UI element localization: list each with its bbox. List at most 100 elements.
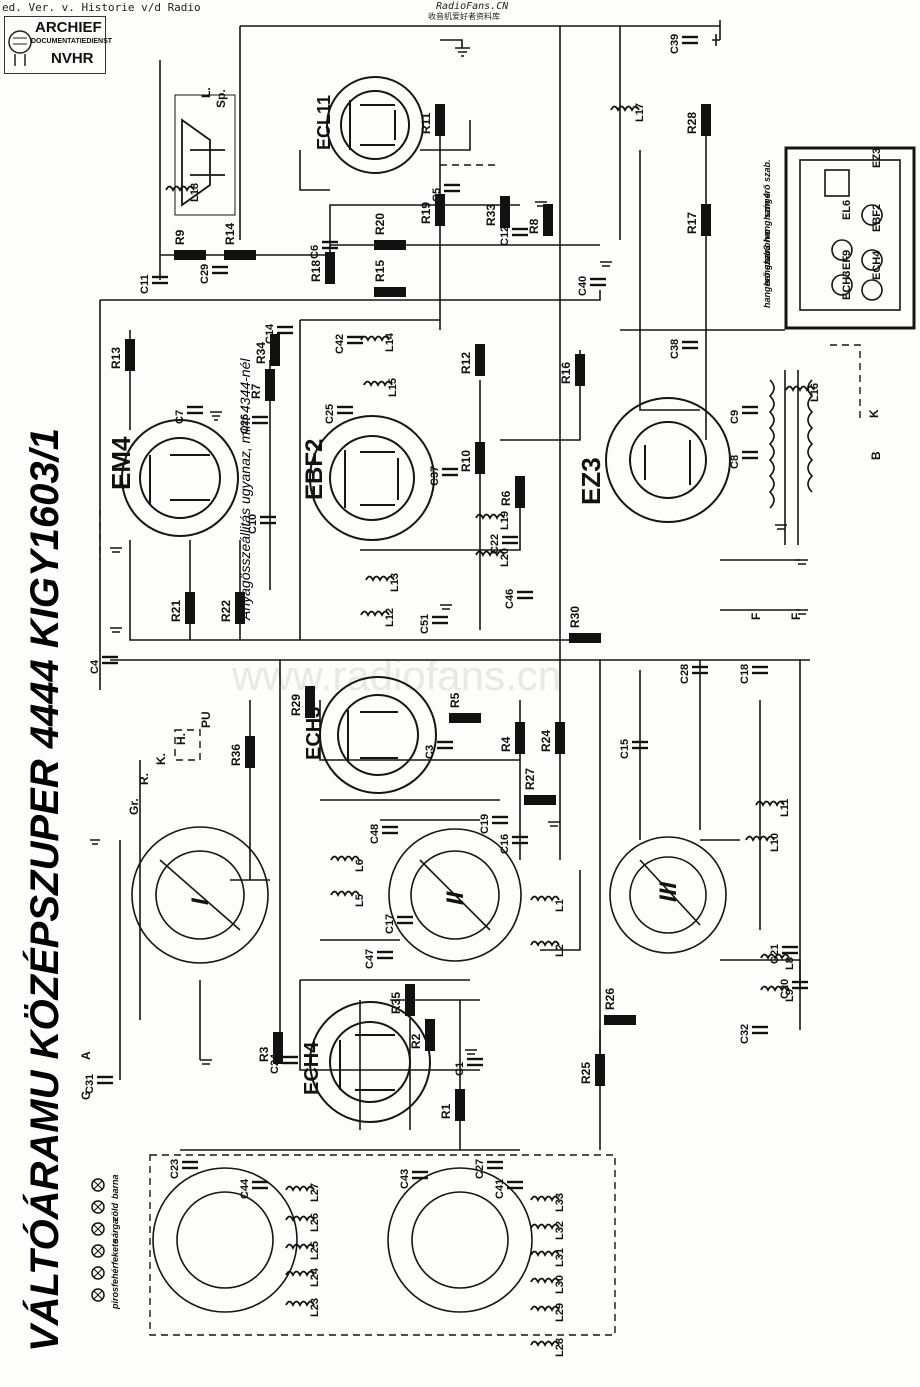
shield-boxes <box>99 164 861 1336</box>
wiring <box>99 20 810 1151</box>
label-r6: R6 <box>499 490 513 506</box>
tube-ech4 <box>309 1001 431 1123</box>
label-l8: L8 <box>784 957 796 970</box>
band-label-1: barna <box>110 1174 120 1199</box>
label-r1: R1 <box>439 1103 453 1119</box>
resistor-r20 <box>374 240 406 250</box>
label-c27: C27 <box>474 1159 486 1179</box>
panel-control-label-3: hanolvo <box>762 229 772 264</box>
ground-icons <box>90 34 808 1065</box>
label-l6: L6 <box>354 859 366 872</box>
coil-l10 <box>745 835 775 843</box>
label-c43: C43 <box>399 1169 411 1189</box>
label-c40: C40 <box>577 276 589 296</box>
label-c12: C12 <box>499 226 511 246</box>
label-r20: R20 <box>373 213 387 235</box>
label-c1: C1 <box>454 1062 466 1076</box>
label-l30: L30 <box>554 1275 566 1294</box>
archive-header: ed. Ver. v. Historie v/d Radio <box>2 1 201 14</box>
coil-l27 <box>285 1185 315 1193</box>
capacitor-c3 <box>437 740 453 750</box>
wafer-switch-iii <box>609 836 727 954</box>
resistor-r15 <box>374 287 406 297</box>
power-transformer <box>768 370 814 545</box>
coil-l13 <box>365 575 395 583</box>
panel-control-label-4: hangsz. 3 <box>762 245 772 286</box>
label-c14: C14 <box>264 323 276 344</box>
label-c51: C51 <box>419 614 431 634</box>
switch-label-11: B <box>869 451 883 460</box>
coil-l19 <box>475 513 505 521</box>
coil-l29 <box>530 1305 560 1313</box>
coil-l26 <box>285 1215 315 1223</box>
capacitor-c20 <box>792 980 808 990</box>
label-l32: L32 <box>554 1221 566 1240</box>
label-r17: R17 <box>685 212 699 234</box>
resistor-r36 <box>245 736 255 768</box>
coil-l6 <box>330 855 360 863</box>
resistor-r34 <box>270 334 280 366</box>
label-r15: R15 <box>373 260 387 282</box>
capacitor-c1 <box>467 1057 483 1067</box>
capacitor-c46 <box>517 590 533 600</box>
stamp-name: ARCHIEF <box>35 19 102 36</box>
label-l23: L23 <box>309 1298 321 1317</box>
capacitor-c31 <box>97 1075 113 1085</box>
label-r34: R34 <box>254 342 268 364</box>
coil-l12 <box>360 610 390 618</box>
label-l11: L11 <box>779 799 791 817</box>
label-l27: L27 <box>309 1183 321 1202</box>
band-switch-right <box>387 1167 533 1313</box>
coil-l5 <box>330 890 360 898</box>
resistor-r2 <box>425 1019 435 1051</box>
capacitor-c11 <box>152 275 168 285</box>
panel-control-label-1: hangerő szab. <box>762 159 772 220</box>
label-c39: C39 <box>669 34 681 54</box>
label-c41: C41 <box>494 1179 506 1199</box>
capacitor-c47 <box>377 950 393 960</box>
label-r8: R8 <box>527 218 541 234</box>
wafer-switch-i <box>131 826 269 964</box>
coil-l8 <box>760 953 790 961</box>
capacitor-c29 <box>212 265 228 275</box>
resistor-r30 <box>569 633 601 643</box>
label-r16: R16 <box>559 362 573 384</box>
side-note: Anyagösszeállitás ugyanaz, mint 4344-nél <box>237 358 253 621</box>
label-c38: C38 <box>669 339 681 359</box>
capacitor-c16 <box>512 835 528 845</box>
capacitor-c8 <box>742 450 758 460</box>
resistor-r10 <box>475 442 485 474</box>
switch-label-9: A <box>79 1051 93 1060</box>
label-r10: R10 <box>459 450 473 472</box>
label-c8: C8 <box>729 455 741 469</box>
label-c18: C18 <box>739 664 751 684</box>
coil-l17 <box>610 105 640 113</box>
label-c11: C11 <box>139 274 151 294</box>
resistor-r1 <box>455 1089 465 1121</box>
resistor-r19 <box>435 194 445 226</box>
stamp-sub: DOCUMENTATIEDIENST <box>31 38 113 45</box>
switch-label-1: Gr. <box>127 798 141 815</box>
label-l33: L33 <box>554 1193 566 1212</box>
label-r2: R2 <box>409 1033 423 1049</box>
label-r19: R19 <box>419 202 433 224</box>
capacitor-c38 <box>682 340 698 350</box>
archive-stamp: ARCHIEF DOCUMENTATIEDIENST NVHR <box>4 16 112 74</box>
capacitor-c25 <box>337 405 353 415</box>
label-c37: C37 <box>429 466 441 486</box>
capacitor-c22 <box>502 535 518 545</box>
label-c32: C32 <box>739 1024 751 1044</box>
resistor-r21 <box>185 592 195 624</box>
band-lamp-2 <box>91 1200 105 1214</box>
resistor-r24 <box>555 722 565 754</box>
switch-label-10: K <box>867 409 881 418</box>
resistor-r17 <box>701 204 711 236</box>
label-c3: C3 <box>424 745 436 759</box>
coil-l33 <box>530 1195 560 1203</box>
label-r12: R12 <box>459 352 473 374</box>
coil-l31 <box>530 1250 560 1258</box>
label-c23: C23 <box>169 1159 181 1179</box>
resistor-r6 <box>515 476 525 508</box>
capacitor-c51 <box>432 615 448 625</box>
